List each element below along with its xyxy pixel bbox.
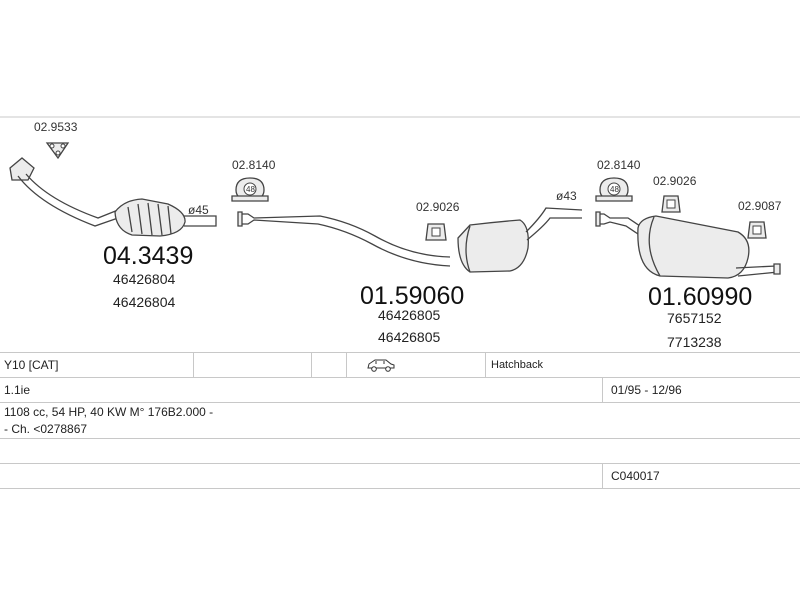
hanger-3-label: 02.9087 xyxy=(738,199,782,213)
diameter-2-label: ø43 xyxy=(556,189,577,203)
info-row-model: Y10 [CAT] Hatchback xyxy=(0,352,800,378)
triangle-gasket-icon[interactable] xyxy=(45,142,70,160)
catalyst-part-number: 04.3439 xyxy=(103,242,193,270)
body-type-cell: Hatchback xyxy=(491,359,543,371)
middle-outlet-lower xyxy=(526,217,582,241)
info-row-engine: 1.1ie 01/95 - 12/96 xyxy=(0,378,800,403)
clamp-2-label: 02.8140 xyxy=(597,158,641,172)
middle-oe-2: 46426805 xyxy=(378,329,441,345)
clamp-2-badge: 48 xyxy=(610,185,619,194)
catalyst-oe-2: 46426804 xyxy=(113,294,176,310)
engine-cell: 1.1ie xyxy=(4,383,31,397)
chassis-cell: - Ch. <0278867 xyxy=(4,422,88,436)
middle-section: 02.8140 48 02.9026 ø43 01.59060 46426805… xyxy=(231,158,583,345)
model-cell: Y10 [CAT] xyxy=(4,358,59,372)
middle-silencer-part-number: 01.59060 xyxy=(360,282,464,310)
spec-cell: 1108 cc, 54 HP, 40 KW M° 176B2.000 - xyxy=(4,404,214,419)
down-pipe-upper xyxy=(17,175,119,227)
tailpipe-tip xyxy=(773,263,781,275)
front-section: 02.9533 ø45 04.3439 46426804 46426804 xyxy=(9,120,217,310)
rear-inlet-upper xyxy=(596,213,641,227)
rear-section: 02.8140 48 02.9026 02.9087 01.6099 xyxy=(595,158,782,350)
production-cell: 01/95 - 12/96 xyxy=(611,383,682,397)
diameter-1-label: ø45 xyxy=(188,203,209,217)
info-row-spec: 1108 cc, 54 HP, 40 KW M° 176B2.000 - xyxy=(0,403,800,420)
catalyst-oe-1: 46426804 xyxy=(113,271,176,287)
code-cell: C040017 xyxy=(611,469,660,483)
manifold-flange xyxy=(9,157,35,181)
catalyst-outlet-pipe xyxy=(184,215,217,227)
rear-silencer-part[interactable] xyxy=(637,215,750,279)
clamp-2-icon[interactable]: 48 xyxy=(595,177,633,202)
clamp-1-label: 02.8140 xyxy=(232,158,276,172)
middle-oe-1: 46426805 xyxy=(378,307,441,323)
rear-inlet-flare xyxy=(595,211,601,227)
rubber-hanger-3-icon[interactable] xyxy=(747,221,767,239)
vehicle-info-table: Y10 [CAT] Hatchback 1.1ie 01/95 - 12/96 … xyxy=(0,352,800,489)
gasket-1-label: 02.9533 xyxy=(34,120,78,134)
down-pipe-lower xyxy=(25,173,119,219)
rear-oe-1: 7657152 xyxy=(667,310,722,326)
hanger-1-label: 02.9026 xyxy=(416,200,460,214)
pipe-inlet-flare xyxy=(237,211,243,227)
info-row-code: C040017 xyxy=(0,464,800,489)
hanger-2-label: 02.9026 xyxy=(653,174,697,188)
clamp-1-badge: 48 xyxy=(246,185,255,194)
middle-silencer-part[interactable] xyxy=(457,219,529,273)
intermediate-pipe-upper xyxy=(238,213,451,258)
clamp-1-icon[interactable]: 48 xyxy=(231,177,269,202)
body-type-icon xyxy=(366,353,396,377)
catalyst-part[interactable] xyxy=(114,198,186,237)
info-row-chassis: - Ch. <0278867 xyxy=(0,420,800,439)
rear-oe-2: 7713238 xyxy=(667,334,722,350)
intermediate-pipe-lower xyxy=(238,219,451,267)
middle-outlet-upper xyxy=(525,207,583,233)
rubber-hanger-1-icon[interactable] xyxy=(425,223,447,241)
info-row-empty xyxy=(0,439,800,464)
rubber-hanger-2-icon[interactable] xyxy=(661,195,681,213)
rear-inlet-lower xyxy=(596,221,639,235)
rear-silencer-part-number: 01.60990 xyxy=(648,283,752,311)
